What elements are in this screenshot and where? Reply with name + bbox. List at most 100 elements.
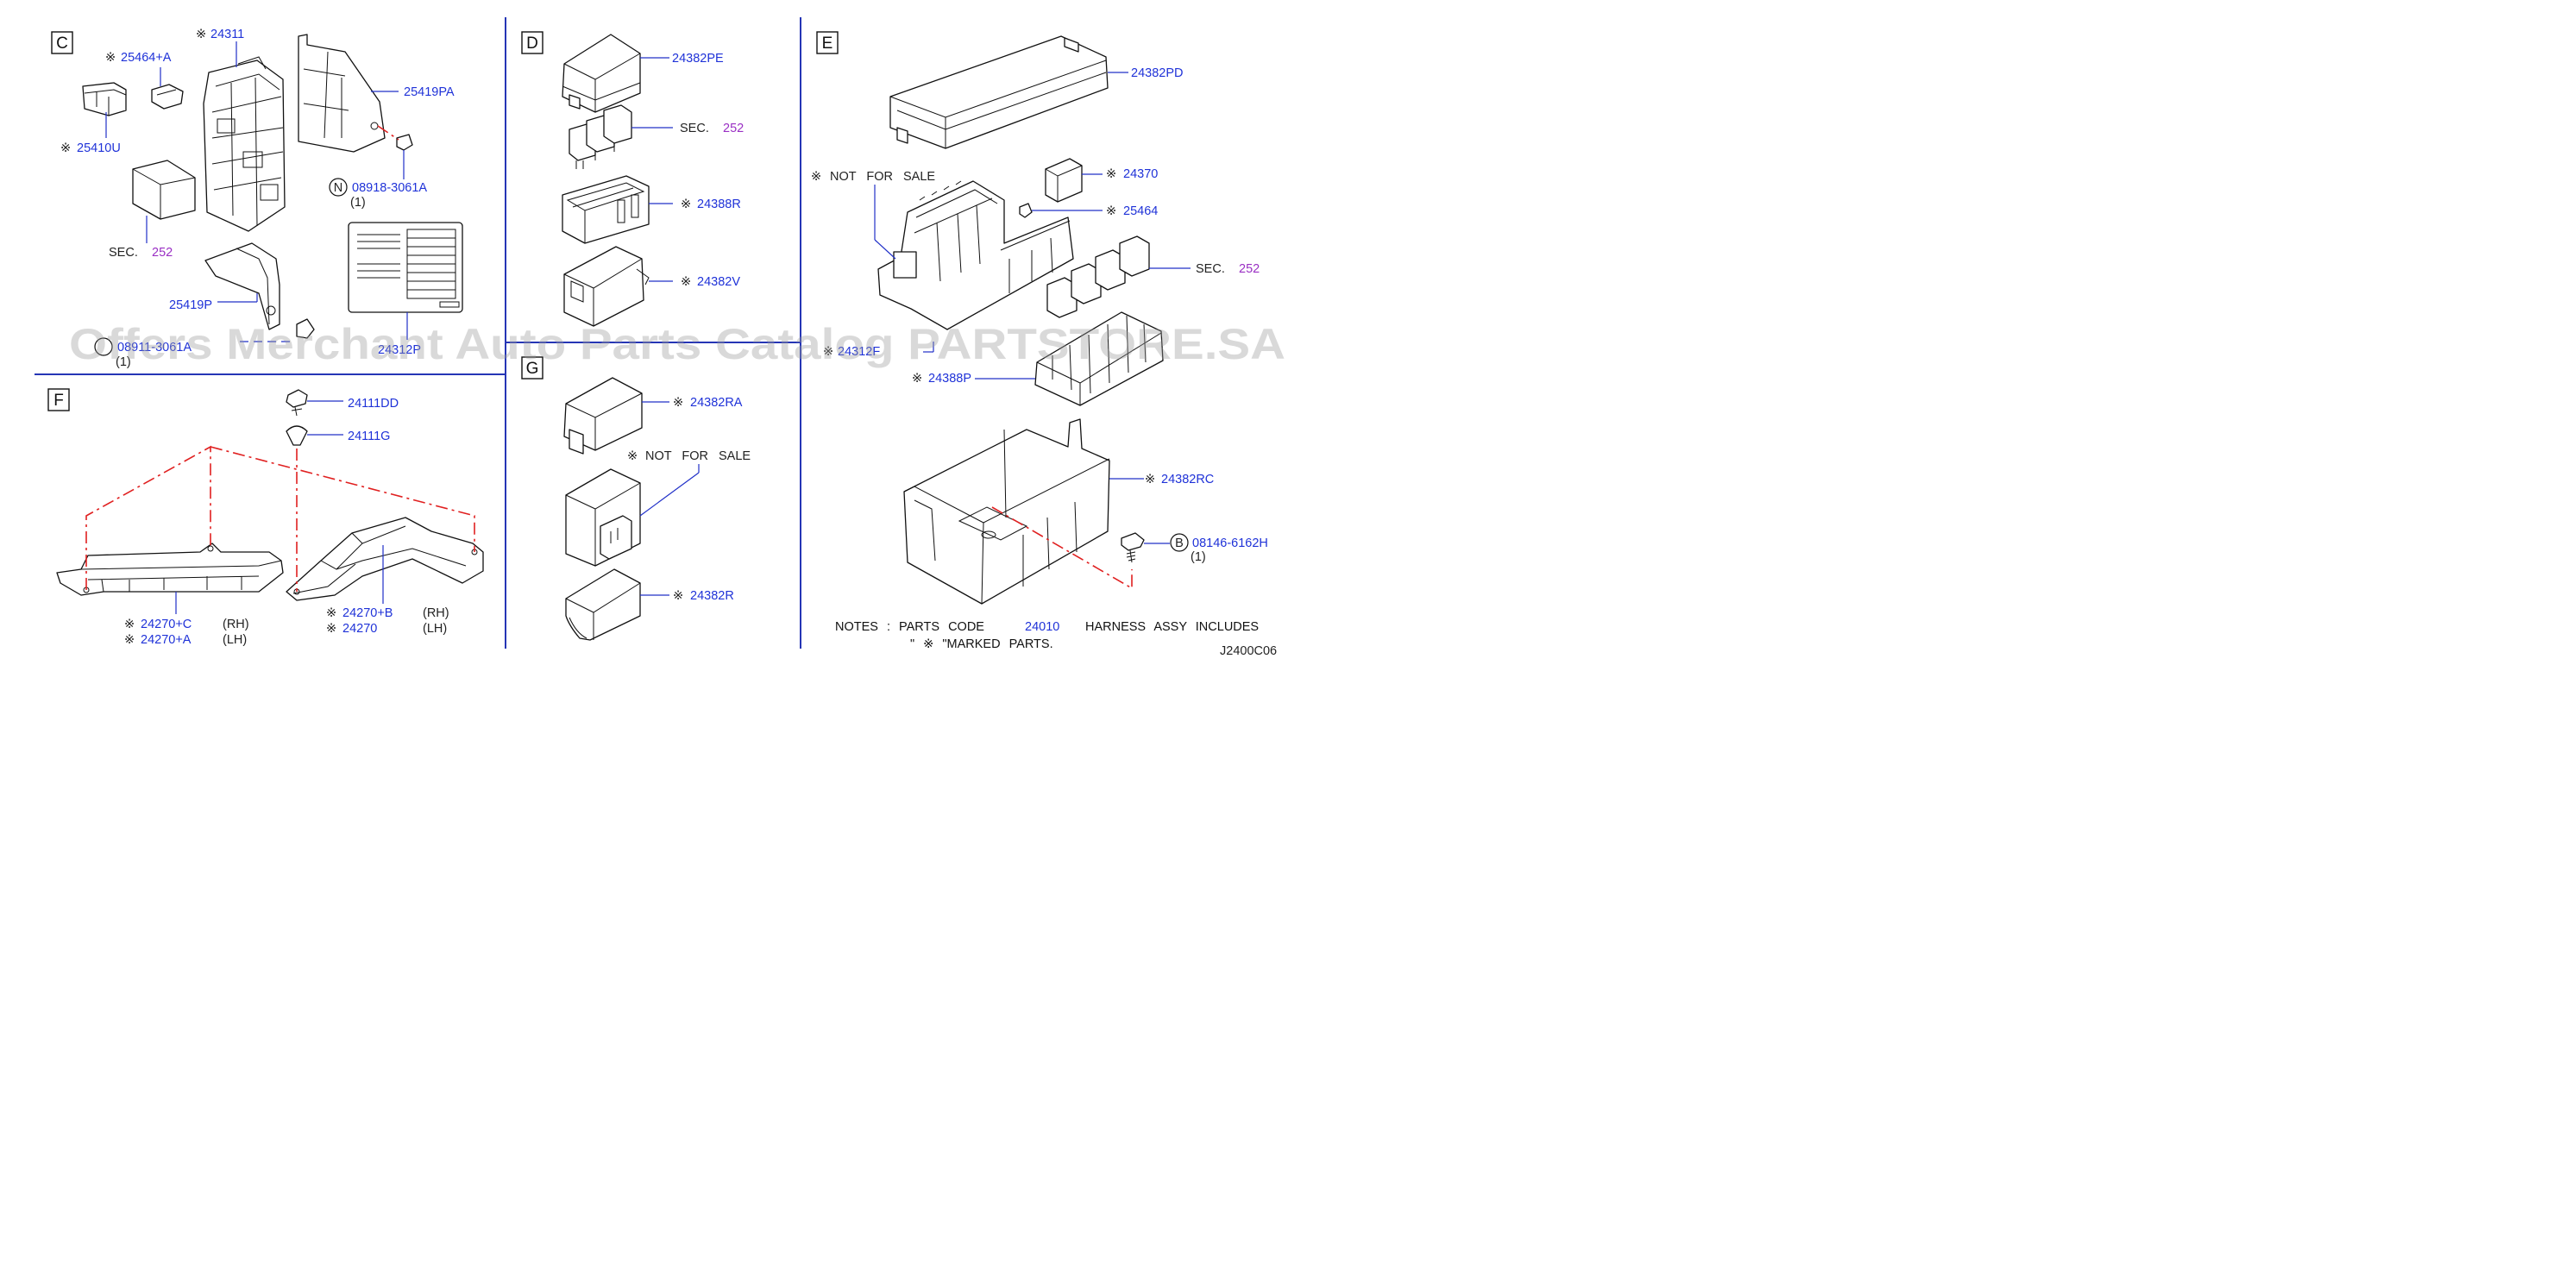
label-24370: 24370 bbox=[1123, 167, 1158, 181]
mark: ※ bbox=[912, 372, 922, 386]
label-24312p: 24312P bbox=[378, 343, 421, 357]
part-24382pd-cover bbox=[889, 35, 1109, 149]
label-25464: 25464 bbox=[1123, 204, 1158, 218]
part-relays-e bbox=[1046, 235, 1150, 318]
label-24382rc: 24382RC bbox=[1161, 473, 1214, 486]
b-symbol-letter: B bbox=[1175, 536, 1184, 550]
label-24311: 24311 bbox=[210, 28, 244, 41]
part-24312f-fuse-block bbox=[877, 180, 1074, 330]
sec-label: SEC. bbox=[109, 246, 138, 260]
part-24311-fuse-block bbox=[203, 56, 286, 232]
not-for-sale-note: NOT FOR SALE bbox=[830, 170, 935, 184]
label-08146-6162h: 08146-6162H bbox=[1192, 536, 1268, 550]
section-f-marker: F bbox=[47, 388, 70, 411]
mark: ※ bbox=[124, 633, 135, 647]
part-24382rc-case bbox=[903, 418, 1110, 605]
label-25464a: 25464+A bbox=[121, 51, 172, 65]
label-08911-3061a: 08911-3061A bbox=[117, 341, 192, 355]
n-symbol bbox=[94, 337, 113, 356]
mark: ※ bbox=[1106, 204, 1116, 218]
svg-text:C: C bbox=[56, 35, 68, 53]
quantity: (1) bbox=[116, 355, 131, 369]
part-08146-bolt bbox=[1121, 532, 1145, 563]
part-25464a-fuse bbox=[151, 84, 184, 110]
part-0891-nut bbox=[296, 318, 315, 339]
label-25410u: 25410U bbox=[77, 141, 121, 155]
parts-diagram: C D E F G bbox=[35, 17, 1285, 658]
side-rh: (RH) bbox=[223, 618, 249, 631]
label-24270b: 24270+B bbox=[342, 606, 393, 620]
side-lh: (LH) bbox=[223, 633, 247, 647]
label-24111dd: 24111DD bbox=[348, 397, 399, 411]
watermark: Offers Merchant Auto Parts Catalog PARTS… bbox=[69, 320, 1285, 368]
n-symbol-letter: N bbox=[334, 181, 342, 195]
mark: ※ bbox=[1145, 473, 1155, 486]
not-for-sale-note: NOT FOR SALE bbox=[645, 449, 751, 463]
part-24370-relay bbox=[1045, 158, 1083, 203]
mark: ※ bbox=[196, 28, 206, 41]
part-relays-d bbox=[569, 104, 632, 169]
section-f-dash-lines bbox=[85, 445, 475, 592]
part-25410u-connector bbox=[82, 82, 127, 116]
mark: ※ bbox=[673, 589, 683, 603]
label-08918-3061a: 08918-3061A bbox=[352, 181, 427, 195]
mark: ※ bbox=[105, 51, 116, 65]
section-d-marker: D bbox=[521, 31, 543, 54]
mark: ※ bbox=[326, 622, 336, 636]
section-dividers bbox=[35, 17, 801, 649]
part-24270c-bracket bbox=[56, 543, 284, 596]
label-24388r: 24388R bbox=[697, 198, 741, 211]
mark: ※ bbox=[823, 345, 833, 359]
mark: ※ bbox=[326, 606, 336, 620]
part-24270b-bracket bbox=[286, 517, 484, 601]
label-24312f: 24312F bbox=[838, 345, 880, 359]
label-25419p: 25419P bbox=[169, 298, 212, 312]
mark: ※ bbox=[681, 198, 691, 211]
sec-label: SEC. bbox=[680, 122, 709, 135]
section-g-leaders bbox=[639, 401, 700, 596]
part-24382r-boot bbox=[565, 568, 641, 641]
label-24382r: 24382R bbox=[690, 589, 734, 603]
part-24388r-block bbox=[562, 175, 650, 244]
svg-text:D: D bbox=[526, 35, 538, 53]
part-24312p-label-plate bbox=[348, 222, 463, 313]
sec-ref-252: 252 bbox=[1239, 262, 1260, 276]
mark: ※ bbox=[627, 449, 638, 463]
notes-line-2: " ※ "MARKED PARTS. bbox=[910, 637, 1053, 651]
svg-text:G: G bbox=[526, 360, 539, 378]
part-25419pa-bracket bbox=[298, 34, 386, 153]
n-symbol bbox=[329, 178, 348, 197]
sec-label: SEC. bbox=[1196, 262, 1225, 276]
label-25419pa: 25419PA bbox=[404, 85, 455, 99]
dash-line-nut bbox=[377, 125, 399, 141]
part-24382v-box bbox=[563, 246, 650, 327]
sec-ref-252: 252 bbox=[152, 246, 173, 260]
part-24388p-block bbox=[1034, 311, 1164, 406]
part-relay-c bbox=[132, 160, 196, 220]
dash-line-bolt bbox=[991, 506, 1133, 590]
part-25464-fuse bbox=[1019, 203, 1033, 218]
label-24382pe: 24382PE bbox=[672, 52, 724, 66]
label-24382ra: 24382RA bbox=[690, 396, 743, 410]
svg-text:F: F bbox=[53, 392, 64, 410]
sec-ref-252: 252 bbox=[723, 122, 744, 135]
quantity: (1) bbox=[1191, 550, 1206, 564]
mark: ※ bbox=[124, 618, 135, 631]
notes-parts-code: 24010 bbox=[1025, 620, 1059, 634]
section-e-marker: E bbox=[816, 31, 839, 54]
notes-line-1a: NOTES : PARTS CODE bbox=[835, 620, 984, 634]
part-24111g-clip bbox=[286, 425, 308, 446]
side-lh: (LH) bbox=[423, 622, 447, 636]
section-d-leaders bbox=[631, 57, 673, 282]
mark: ※ bbox=[1106, 167, 1116, 181]
quantity: (1) bbox=[350, 196, 366, 210]
mark: ※ bbox=[673, 396, 683, 410]
section-f-leaders bbox=[175, 400, 384, 614]
mark: ※ bbox=[811, 170, 821, 184]
side-rh: (RH) bbox=[423, 606, 449, 620]
label-24270: 24270 bbox=[342, 622, 377, 636]
section-e-leaders bbox=[874, 72, 1191, 544]
section-g-marker: G bbox=[521, 356, 543, 380]
part-24382ra-cover bbox=[563, 377, 643, 455]
part-24382pe-cover bbox=[562, 34, 641, 113]
